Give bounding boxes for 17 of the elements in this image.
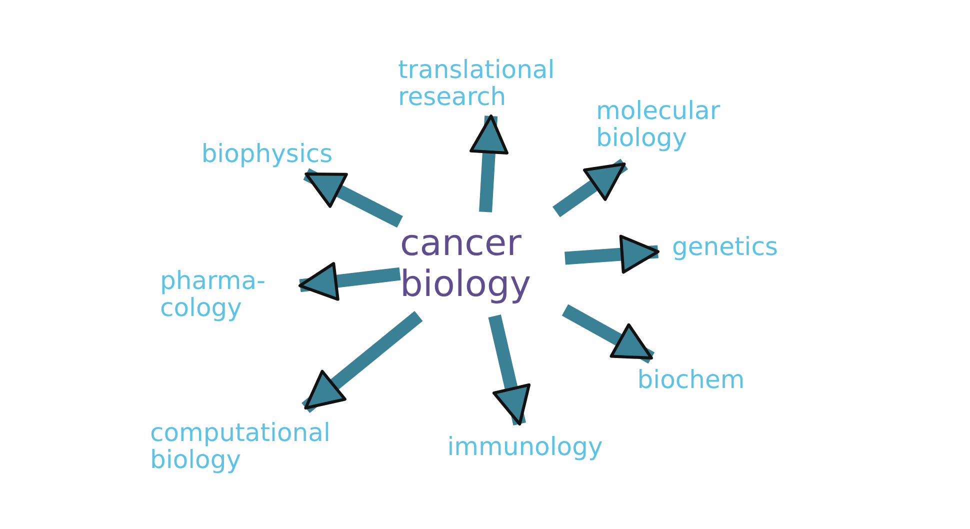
- field-label: biochem: [637, 366, 745, 394]
- arrow: [303, 168, 403, 228]
- field-label: translational research: [398, 56, 556, 110]
- field-label: molecular biology: [596, 96, 722, 152]
- arrow: [562, 304, 655, 364]
- field-label: computational biology: [150, 418, 332, 474]
- topic-label: cancer biology: [400, 222, 532, 306]
- arrow: [488, 314, 531, 426]
- arrow: [470, 114, 508, 212]
- field-label: biophysics: [201, 140, 333, 168]
- arrow: [564, 234, 660, 274]
- arrow: [298, 262, 401, 301]
- arrow: [552, 158, 628, 218]
- field-label: pharma- cology: [160, 266, 267, 322]
- field-label: genetics: [672, 233, 778, 261]
- arrow: [302, 310, 423, 414]
- field-label: immunology: [447, 433, 603, 461]
